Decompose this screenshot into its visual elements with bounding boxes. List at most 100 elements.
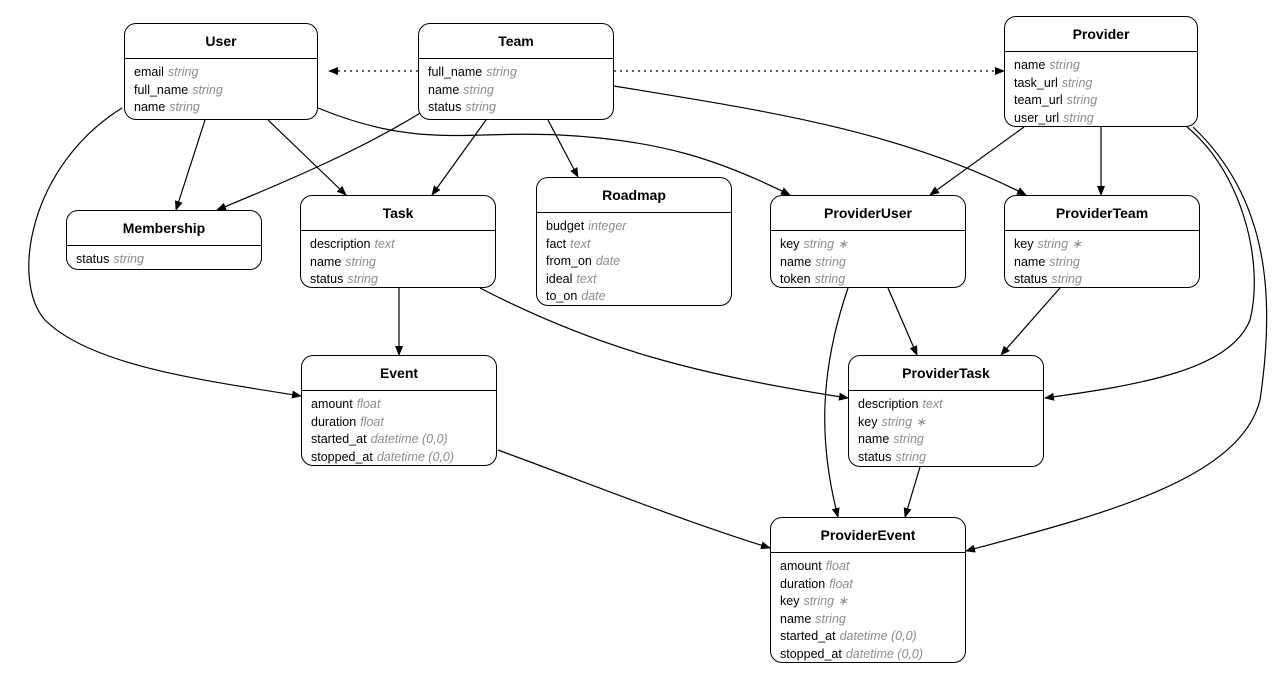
attribute-name: key: [780, 237, 800, 251]
attribute-type: string: [895, 449, 926, 464]
entity-title: User: [125, 24, 317, 59]
attribute-name: task_url: [1014, 75, 1058, 90]
attribute-name: email: [134, 65, 164, 79]
attribute-name: name: [780, 254, 812, 269]
attribute-name: budget: [546, 219, 585, 233]
attribute-type: string: [1063, 110, 1094, 125]
attribute-name: description: [310, 237, 371, 251]
attribute-type: string: [345, 254, 376, 269]
attribute-type: string: [893, 432, 924, 447]
attribute-type: string: [192, 82, 223, 97]
entity-title: Event: [302, 356, 496, 391]
edge-team-membership: [216, 111, 423, 211]
attribute-type: datetime (0,0): [839, 629, 917, 644]
attribute-type: string: [167, 65, 199, 79]
edge-team-roadmap: [547, 119, 579, 178]
attribute-name: ideal: [546, 271, 573, 286]
entity-title: Task: [301, 196, 495, 231]
edge-task-providertask: [479, 287, 849, 401]
attribute-type: string ∗: [881, 414, 926, 429]
attribute-name: key: [1014, 237, 1034, 251]
attribute-type: string ∗: [803, 237, 848, 251]
edge-provider-providerevent: [965, 126, 1268, 553]
attribute-name: duration: [780, 576, 826, 591]
edge-provideruser-providerevent: [824, 287, 849, 518]
entity-title: Provider: [1005, 17, 1197, 52]
attribute-name: name: [1014, 254, 1046, 269]
attribute-name: full_name: [134, 82, 189, 97]
attribute-type: string: [1051, 272, 1082, 287]
attribute-type: float: [825, 559, 850, 573]
entity-title: ProviderTask: [849, 356, 1043, 391]
entity-title: Team: [419, 24, 613, 59]
attribute-name: name: [1014, 58, 1046, 72]
edge-user-task: [267, 119, 347, 196]
attribute-name: key: [858, 414, 878, 429]
edge-providerteam-providertask: [1000, 287, 1061, 356]
attribute-type: string: [347, 272, 378, 287]
edge-event-providerevent: [497, 449, 771, 550]
attribute-type: text: [374, 237, 395, 251]
attribute-name: user_url: [1014, 110, 1060, 125]
attribute-type: integer: [588, 219, 627, 233]
attribute-name: stopped_at: [780, 646, 842, 661]
attribute-type: string: [465, 100, 496, 115]
edge-user-membership: [174, 119, 206, 211]
edge-provider-providertask: [1044, 126, 1255, 401]
entity-title: Membership: [67, 211, 261, 246]
attribute-type: date: [581, 289, 606, 304]
attribute-name: started_at: [780, 629, 836, 644]
edge-team-task: [431, 119, 487, 196]
attribute-name: full_name: [428, 65, 483, 79]
attribute-name: description: [858, 397, 919, 411]
attribute-type: string: [815, 254, 846, 269]
attribute-type: date: [595, 254, 621, 269]
attribute-type: string: [814, 272, 846, 287]
edge-provideruser-providertask: [887, 287, 918, 356]
attribute-name: amount: [311, 397, 353, 411]
edge-provider-provideruser: [929, 126, 1025, 196]
entity-title: ProviderUser: [771, 196, 965, 231]
attribute-type: string ∗: [803, 594, 848, 609]
attribute-name: from_on: [546, 254, 592, 269]
